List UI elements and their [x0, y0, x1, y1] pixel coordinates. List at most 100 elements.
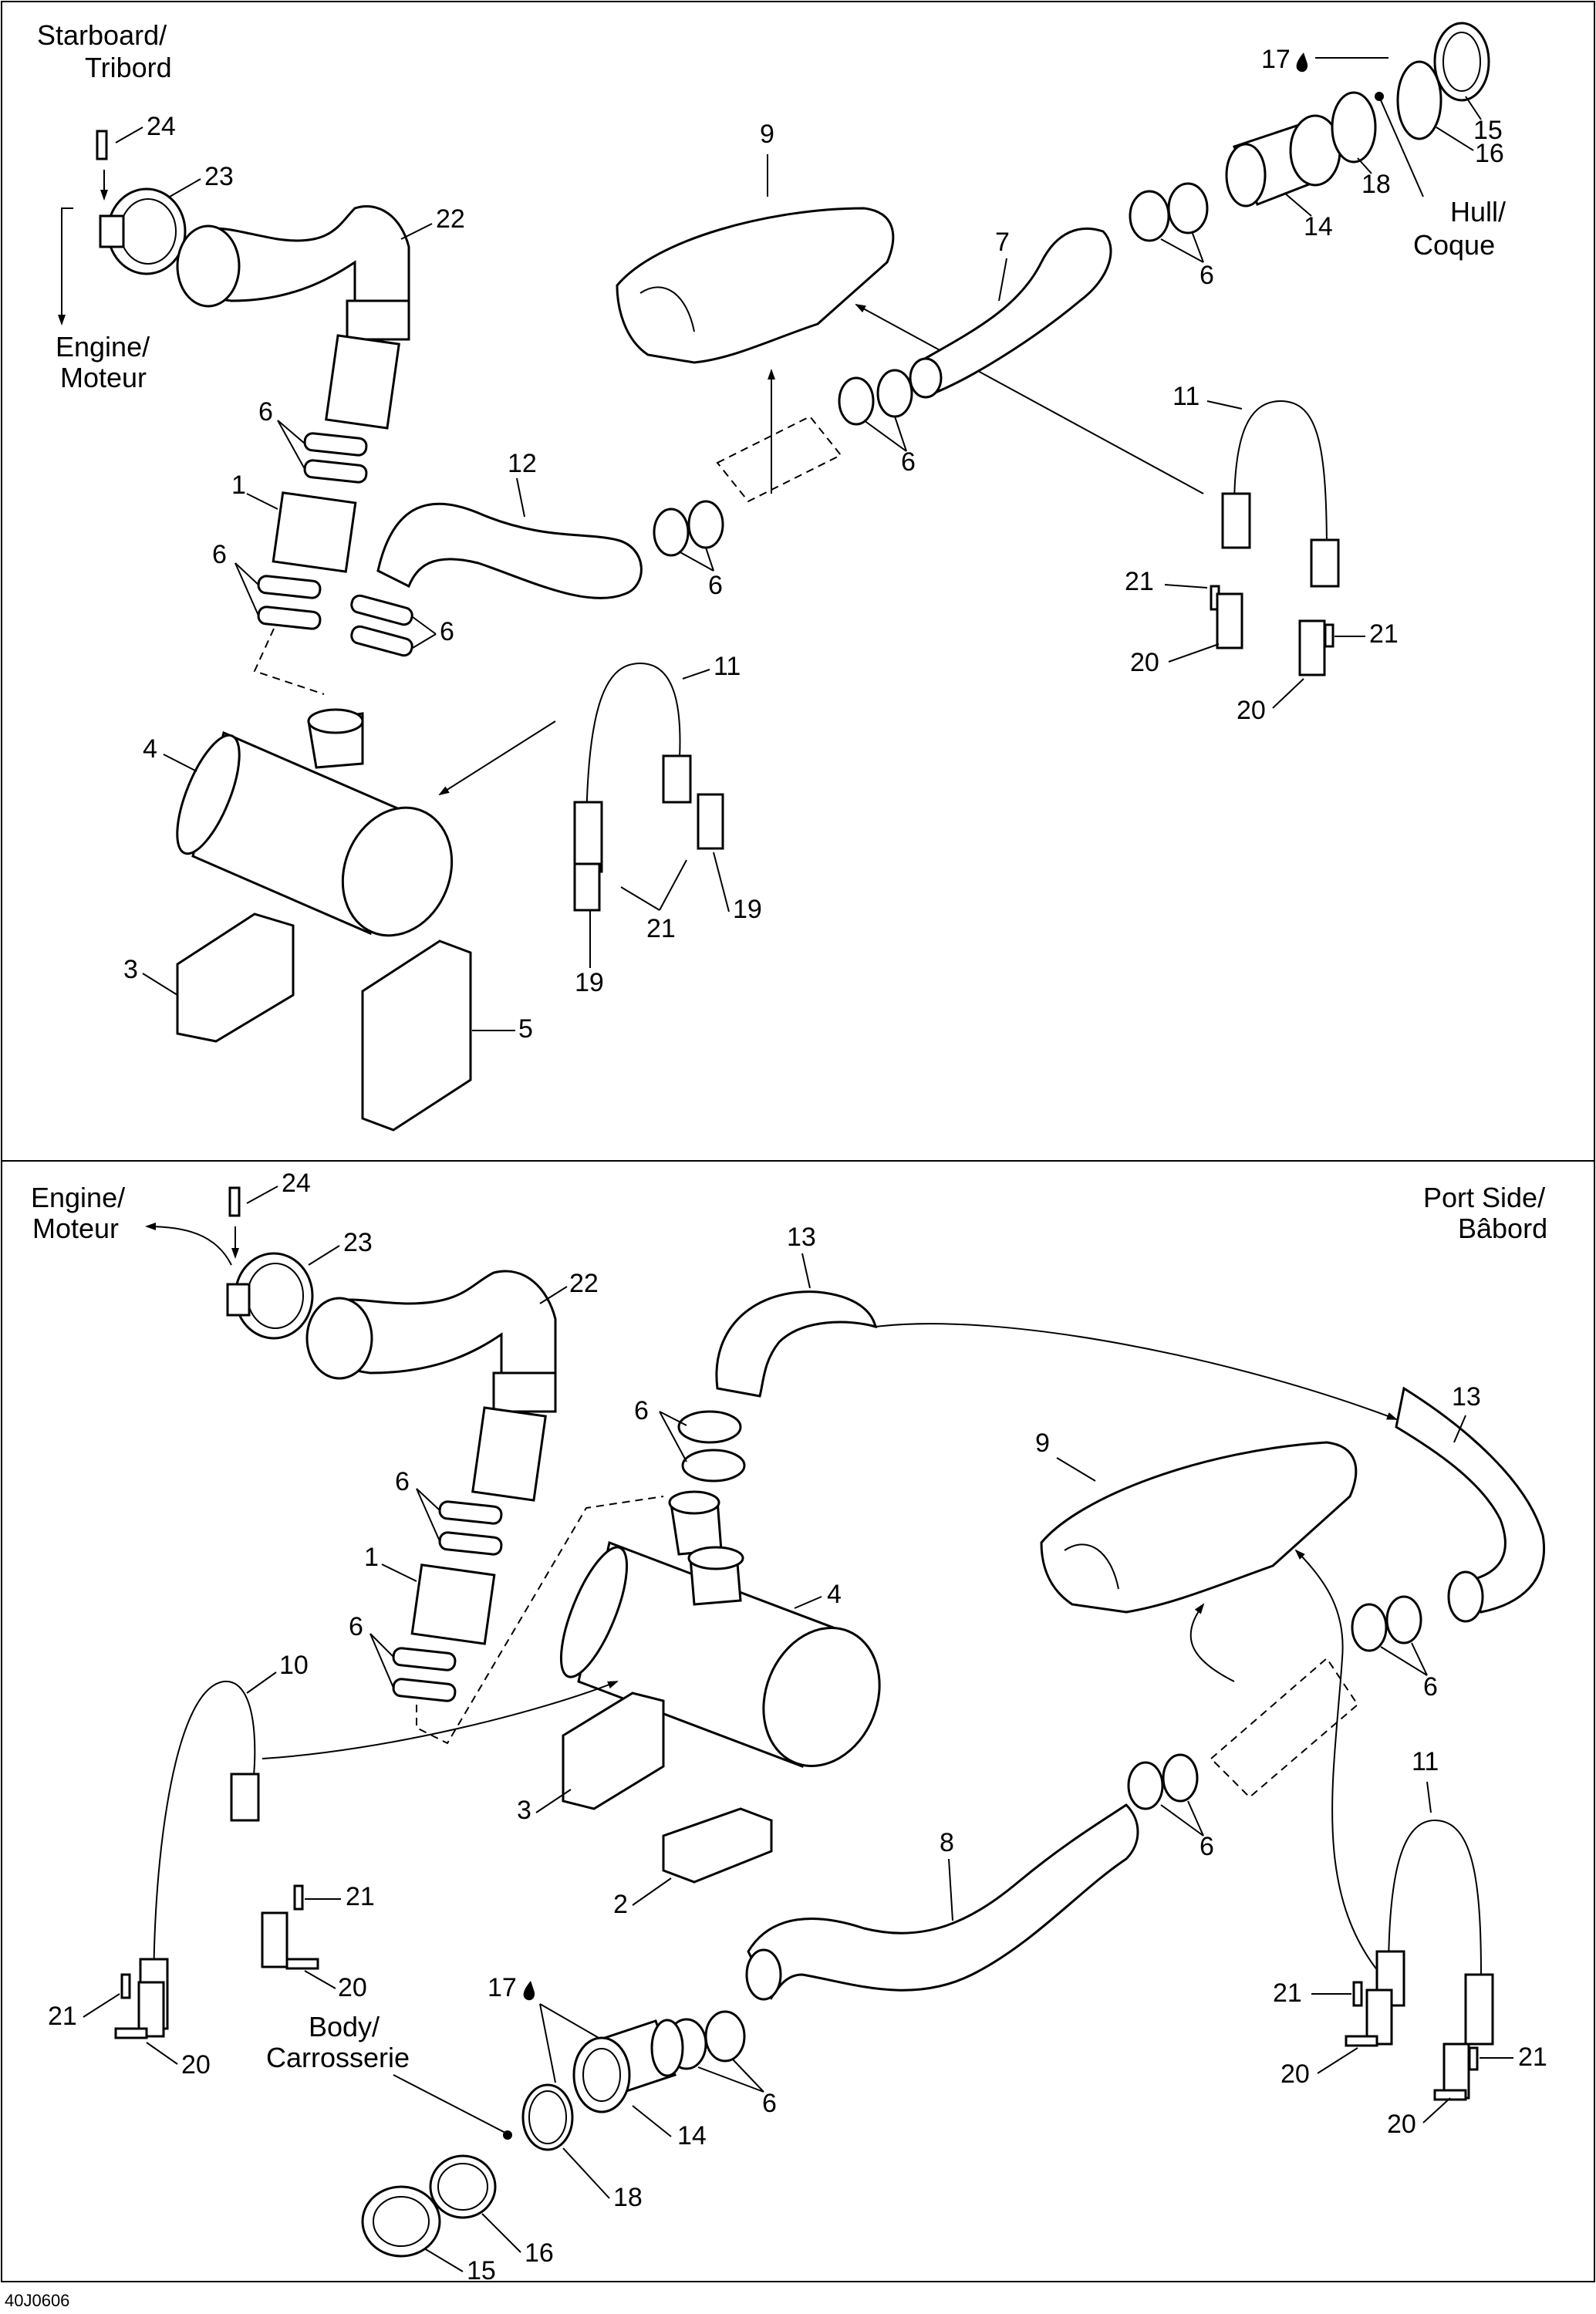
- support-3: [176, 912, 295, 1043]
- perforated-sleeve-bottom: [1210, 1657, 1359, 1799]
- callout-6-c-b: 6: [634, 1396, 649, 1425]
- callout-15: 15: [1473, 116, 1503, 145]
- hose-8: [747, 1803, 1139, 2000]
- callout-16: 16: [1475, 139, 1504, 168]
- engine-arrow-bottom: [145, 1223, 232, 1266]
- callout-19-b: 19: [575, 968, 604, 997]
- side-label-port: Port Side/: [1423, 1182, 1545, 1213]
- engine-arrow: [58, 207, 73, 326]
- callout-13-a: 13: [787, 1223, 816, 1252]
- hull-label: Hull/: [1450, 196, 1506, 228]
- callout-1-b: 1: [364, 1543, 379, 1572]
- pin-24-bottom: [228, 1186, 241, 1217]
- hose-13-a: [715, 1290, 878, 1398]
- muffler-4: [176, 708, 454, 937]
- oring-18-bottom: [521, 2083, 574, 2151]
- carrosserie-label: Carrosserie: [266, 2042, 410, 2073]
- callout-14: 14: [1304, 212, 1333, 241]
- callout-20-d-b: 20: [1387, 2110, 1416, 2139]
- perforated-sleeve-top: [716, 415, 842, 503]
- callout-2: 2: [613, 1890, 628, 1919]
- callout-7: 7: [995, 228, 1010, 257]
- callout-15-b: 15: [467, 2256, 496, 2285]
- callout-6-f: 6: [1200, 261, 1214, 290]
- exhaust-elbow-22: [184, 204, 410, 306]
- oring-18: [1331, 91, 1377, 164]
- hose-13-b: [1395, 1386, 1545, 1614]
- callout-11-b: 11: [1412, 1747, 1439, 1776]
- callout-22-b: 22: [569, 1269, 599, 1298]
- coque-label: Coque: [1413, 229, 1495, 261]
- bottom-panel: Engine/ Moteur Port Side/ Bâbord 24 2 3 2…: [31, 1169, 1547, 2285]
- strap-10: [153, 1680, 256, 2014]
- pin-24: [96, 130, 108, 160]
- muffler-4-bottom: [559, 1490, 881, 1769]
- airbox-9-bottom: [1040, 1441, 1358, 1614]
- callout-6-f-b: 6: [762, 2089, 777, 2118]
- callout-21-d-b: 21: [1518, 2042, 1547, 2072]
- airbox-9: [616, 207, 895, 364]
- callout-24: 24: [147, 112, 176, 141]
- callout-6-b: 6: [212, 540, 227, 569]
- callout-21-a: 21: [646, 914, 676, 943]
- callout-6-e-b: 6: [1200, 1832, 1214, 1861]
- callout-3-b: 3: [517, 1796, 531, 1825]
- callout-21-b-b: 21: [48, 2002, 77, 2031]
- strap-11-bottom: [1388, 1819, 1482, 1975]
- engine-label-bottom: Engine/: [31, 1182, 125, 1213]
- callout-21-a-b: 21: [346, 1882, 375, 1911]
- callout-18: 18: [1361, 170, 1391, 199]
- callout-20-a: 20: [1130, 648, 1159, 677]
- sleeve-1: [272, 491, 357, 573]
- callout-20-b: 20: [1237, 696, 1266, 725]
- callout-6-a: 6: [258, 397, 273, 427]
- callout-14-b: 14: [677, 2121, 707, 2150]
- support-5: [361, 939, 472, 1132]
- gasket-16-bottom: [429, 2154, 497, 2219]
- hose-12: [376, 502, 643, 599]
- callout-11-b: 11: [1173, 382, 1200, 411]
- callout-22: 22: [436, 204, 465, 234]
- moteur-label-bottom: Moteur: [32, 1213, 119, 1244]
- hose-7: [916, 227, 1112, 395]
- callout-17-b: 17: [488, 1973, 517, 2002]
- callout-19-a: 19: [733, 895, 762, 924]
- callout-17: 17: [1261, 45, 1291, 74]
- sealant-drop-icon: [1296, 52, 1308, 73]
- callout-18-b: 18: [613, 2183, 643, 2212]
- side-label-babord: Bâbord: [1458, 1213, 1547, 1244]
- top-panel: Starboard/ Tribord Engine/ Moteur Hull/ …: [37, 19, 1506, 1132]
- sealant-drop-icon-bottom: [523, 1981, 535, 2001]
- callout-3: 3: [123, 955, 138, 984]
- side-label-starboard: Starboard/: [37, 19, 167, 51]
- block-2: [662, 1807, 773, 1884]
- exhaust-elbow-22-bottom: [315, 1270, 557, 1378]
- callout-6-a-b: 6: [395, 1467, 410, 1496]
- sleeve-1-bottom: [410, 1563, 496, 1645]
- figure-code: 40J0606: [5, 2291, 69, 2310]
- callout-4: 4: [143, 734, 157, 764]
- callout-10: 10: [279, 1651, 309, 1680]
- callout-13-b: 13: [1452, 1382, 1481, 1412]
- callout-6-d: 6: [708, 571, 723, 600]
- callout-20-b-b: 20: [181, 2050, 211, 2080]
- callout-11-a: 11: [714, 652, 741, 681]
- callout-9-b: 9: [1035, 1429, 1050, 1458]
- callout-9: 9: [760, 120, 774, 149]
- moteur-label: Moteur: [60, 362, 147, 393]
- callout-24-b: 24: [282, 1169, 311, 1198]
- callout-6-c: 6: [440, 617, 454, 646]
- gasket-16: [1396, 60, 1442, 140]
- strap-11-b: [1233, 400, 1328, 556]
- body-label: Body/: [309, 2011, 380, 2042]
- callout-20-c-b: 20: [1281, 2059, 1310, 2089]
- callout-6-e: 6: [901, 447, 916, 477]
- callout-21-c: 21: [1369, 619, 1399, 649]
- support-3-bottom: [562, 1692, 665, 1810]
- callout-4-b: 4: [827, 1580, 842, 1609]
- side-label-tribord: Tribord: [85, 52, 172, 83]
- callout-12: 12: [508, 449, 537, 478]
- callout-21-c-b: 21: [1273, 1978, 1302, 2008]
